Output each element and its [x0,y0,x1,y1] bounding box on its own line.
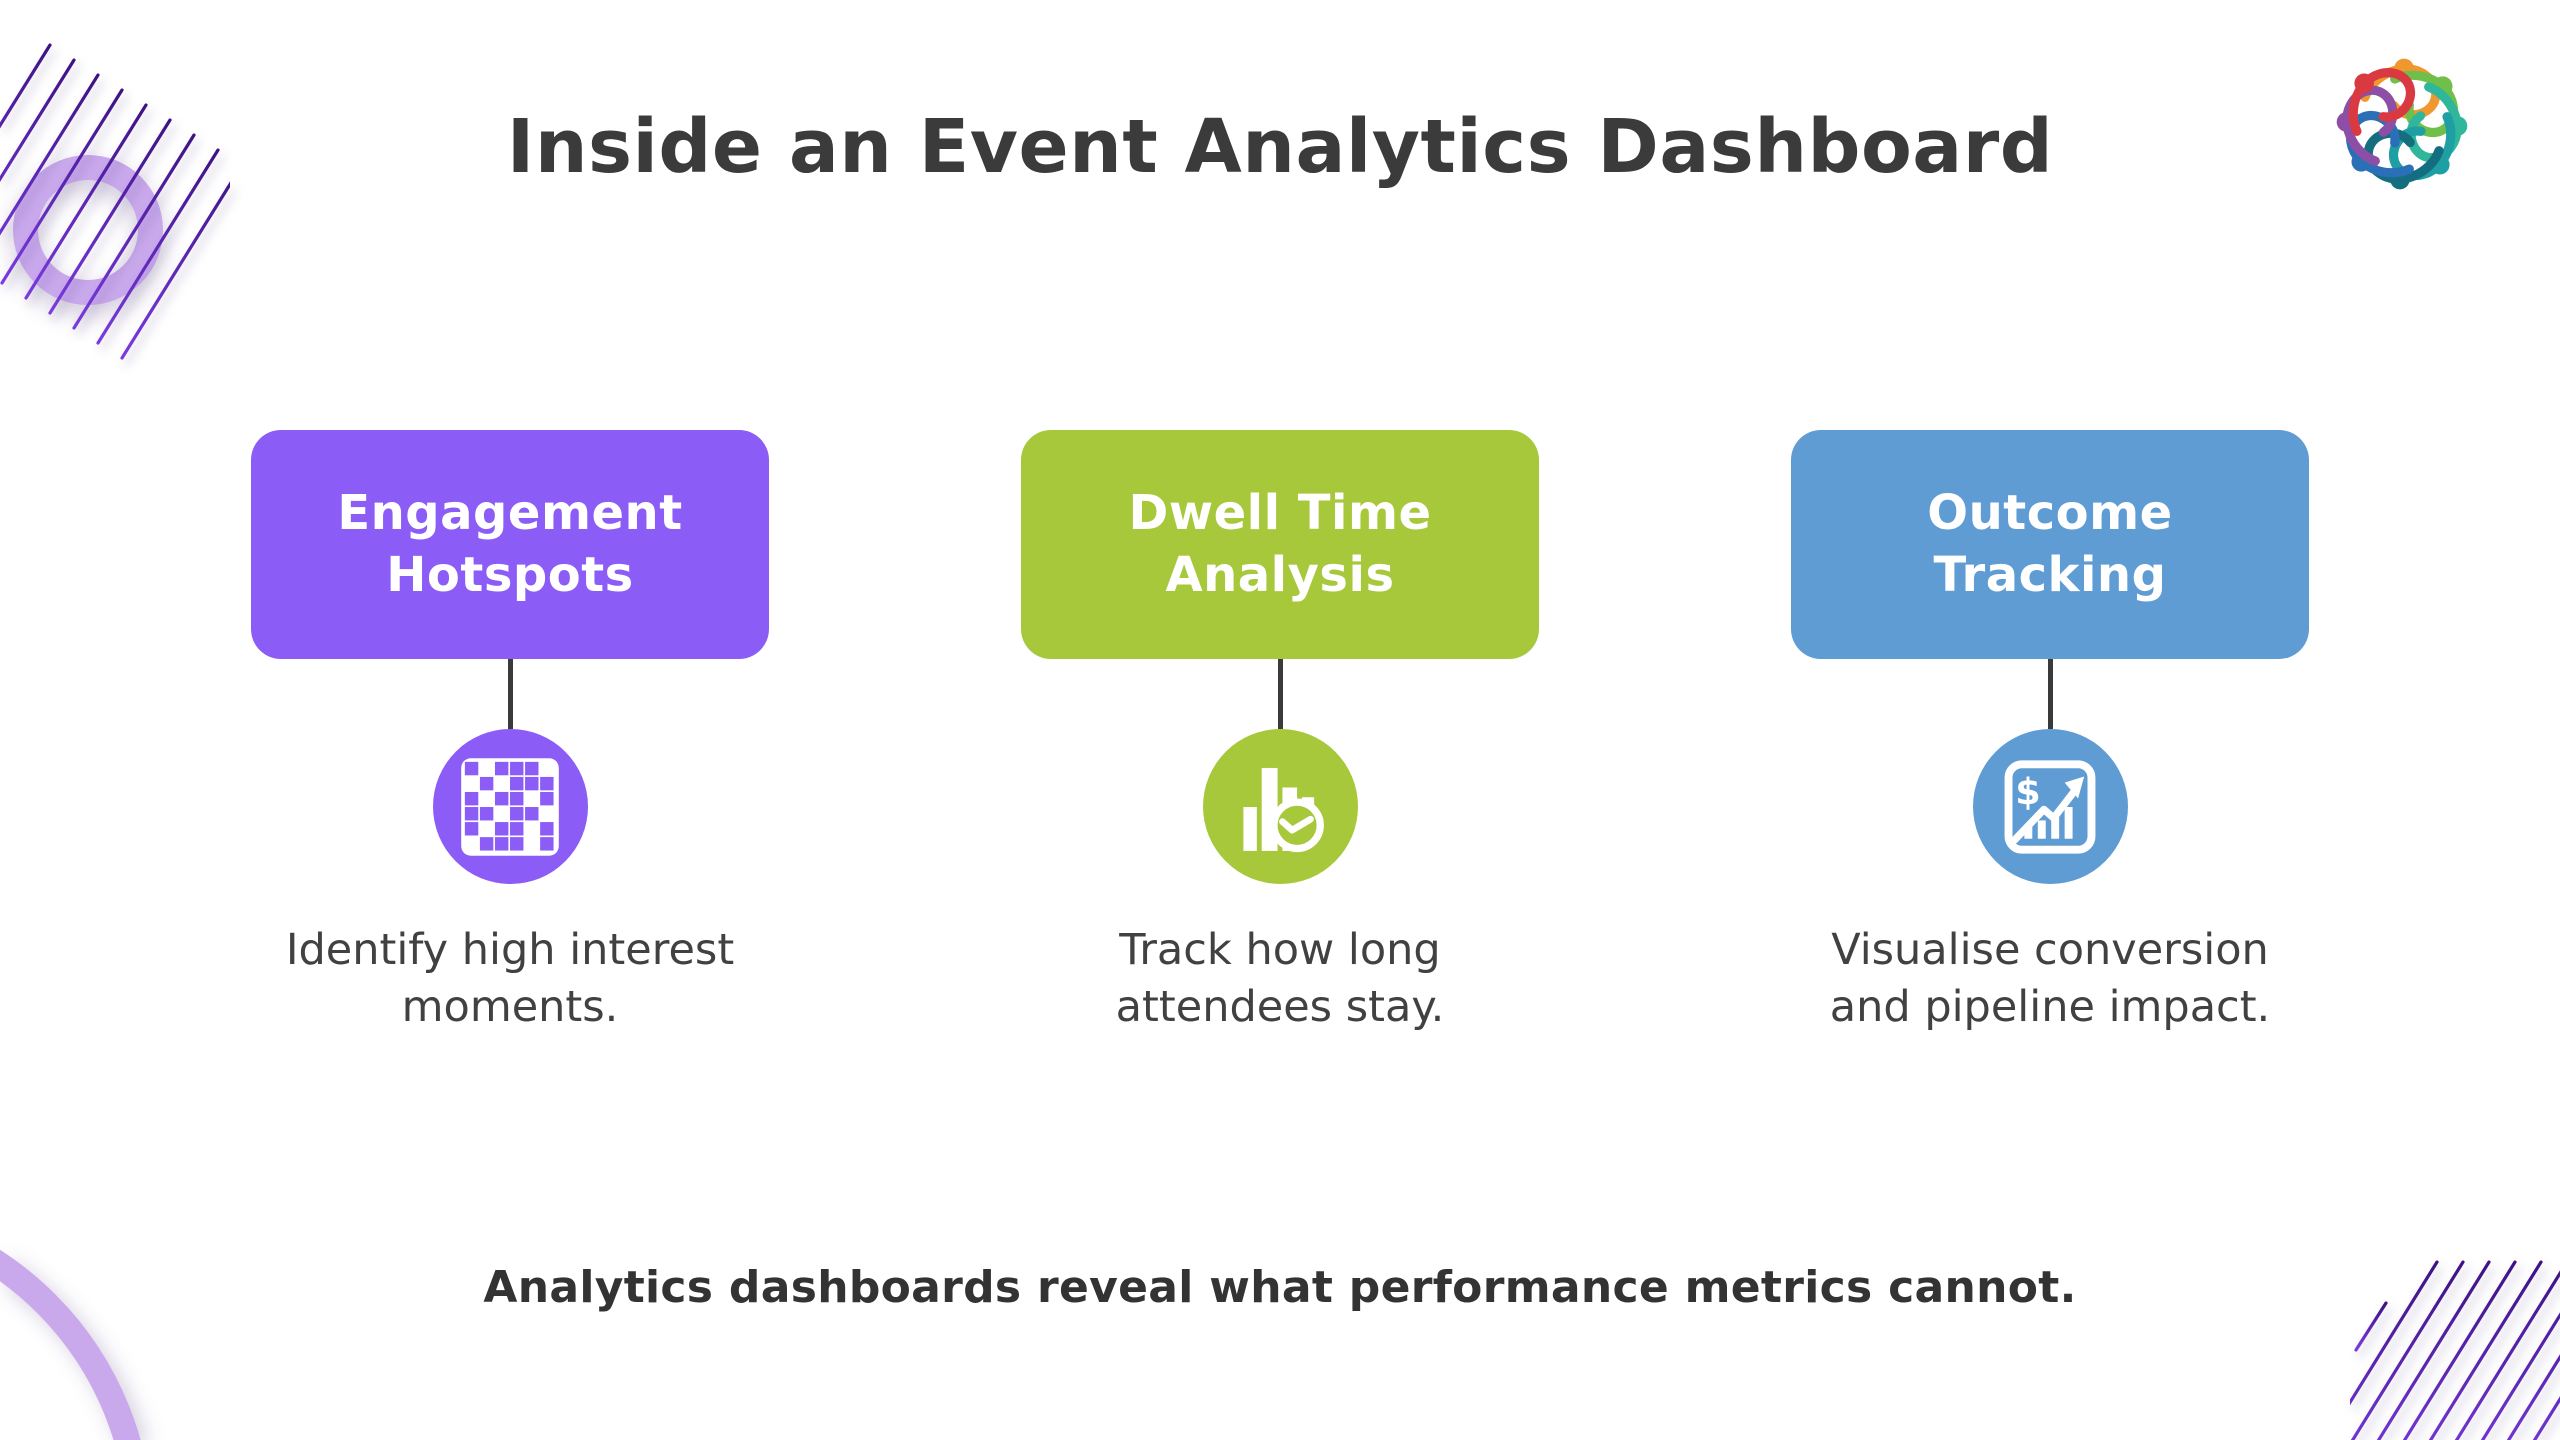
topic-card-label: Dwell Time Analysis [1128,485,1432,603]
topic-description-dwell-time: Track how long attendees stay. [1115,925,1445,1033]
heatmap-grid-icon [461,757,559,856]
page-title: Inside an Event Analytics Dashboard [506,104,2054,190]
section-engagement-hotspots: Engagement Hotspots Identify high intere… [200,430,820,1036]
footer-statement: Analytics dashboards reveal what perform… [483,1262,2077,1313]
topic-description-outcome: Visualise conversion and pipeline impact… [1829,925,2271,1033]
community-ring-logo-icon [2336,58,2468,190]
icon-badge-outcome: $ [1972,729,2128,884]
icon-badge-engagement [432,729,588,884]
icon-badge-dwell-time [1202,729,1358,884]
connector-line [507,659,513,729]
section-outcome-tracking: Outcome Tracking $ Visualise conversion … [1740,430,2360,1036]
topic-description-engagement: Identify high interest moments. [285,925,735,1033]
topic-card-outcome-tracking: Outcome Tracking [1791,430,2309,659]
topic-card-dwell-time: Dwell Time Analysis [1021,430,1539,659]
topic-card-label: Engagement Hotspots [337,485,683,603]
decor-hatch-top-left-icon [0,43,230,360]
dollar-growth-chart-icon: $ [2004,759,2096,854]
connector-line [2047,659,2053,729]
connector-line [1277,659,1283,729]
section-dwell-time-analysis: Dwell Time Analysis Track how long atten… [970,430,1590,1036]
bar-chart-clock-icon [1243,767,1324,852]
decor-arc-bottom-left-icon [0,1249,141,1440]
topic-card-label: Outcome Tracking [1927,485,2173,603]
svg-text:$: $ [2015,770,2040,813]
topic-card-engagement-hotspots: Engagement Hotspots [251,430,769,659]
